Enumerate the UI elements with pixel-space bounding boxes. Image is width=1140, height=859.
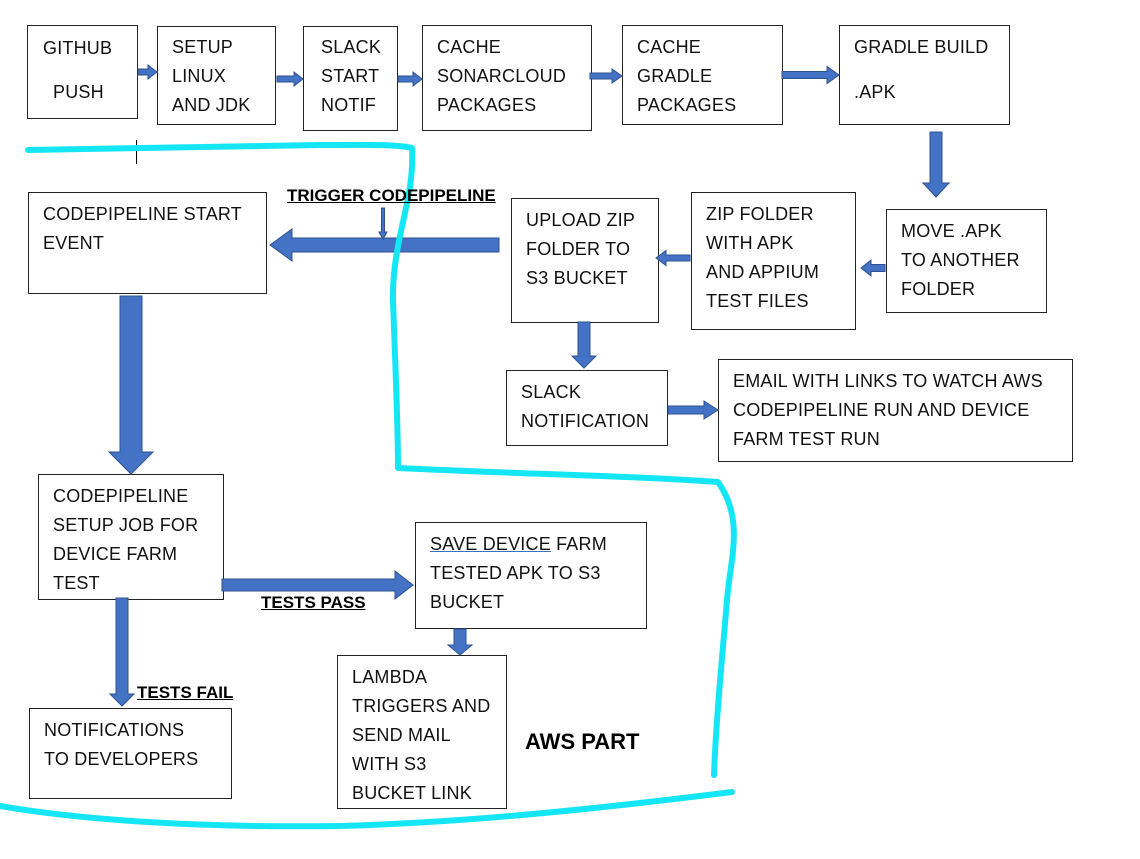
zip-folder-text: ZIP FOLDER WITH APK AND APPIUM TEST FILE…	[706, 204, 820, 311]
cache-sonarcloud-box: CACHE SONARCLOUD PACKAGES	[422, 25, 592, 131]
setup-linux-jdk-text: SETUP LINUX AND JDK	[172, 37, 251, 115]
save-device-farm-box: SAVE DEVICE FARM TESTED APK TO S3 BUCKET	[415, 522, 647, 629]
arrow-setup-to-notifications	[108, 597, 136, 707]
highlight-lines	[0, 141, 737, 830]
slack-start-notif-box: SLACK START NOTIF	[303, 26, 398, 131]
arrow-save-to-lambda	[446, 628, 474, 656]
save-device-rest: FARM TESTED APK TO S3 BUCKET	[430, 534, 607, 612]
gradle-build-box: GRADLE BUILD .APK	[839, 25, 1010, 125]
email-links-box: EMAIL WITH LINKS TO WATCH AWS CODEPIPELI…	[718, 359, 1073, 462]
aws-boundary-bottom-line	[0, 789, 735, 830]
slack-notification-text: SLACK NOTIFICATION	[521, 382, 650, 431]
move-apk-box: MOVE .APK TO ANOTHER FOLDER	[886, 209, 1047, 313]
github-push-line2: PUSH	[53, 82, 104, 102]
codepipeline-setup-text: CODEPIPELINE SETUP JOB FOR DEVICE FARM T…	[53, 486, 199, 593]
divider-tick	[136, 140, 137, 164]
arrow-zip-to-upload	[655, 249, 691, 267]
github-push-box: GITHUB PUSH	[27, 25, 138, 119]
arrow-slack-to-sonarcloud	[397, 70, 423, 88]
email-links-text: EMAIL WITH LINKS TO WATCH AWS CODEPIPELI…	[733, 371, 1043, 449]
zip-folder-box: ZIP FOLDER WITH APK AND APPIUM TEST FILE…	[691, 192, 856, 330]
aws-boundary-top-line	[25, 141, 737, 778]
codepipeline-setup-box: CODEPIPELINE SETUP JOB FOR DEVICE FARM T…	[38, 474, 224, 600]
arrow-slack-to-email	[667, 400, 719, 420]
slack-notification-box: SLACK NOTIFICATION	[506, 370, 668, 446]
upload-zip-box: UPLOAD ZIP FOLDER TO S3 BUCKET	[511, 198, 659, 323]
upload-zip-text: UPLOAD ZIP FOLDER TO S3 BUCKET	[526, 210, 636, 288]
tests-pass-label: TESTS PASS	[261, 593, 366, 612]
cache-gradle-text: CACHE GRADLE PACKAGES	[637, 37, 737, 115]
arrow-github-to-setup	[137, 63, 158, 81]
tests-fail-label: TESTS FAIL	[137, 683, 234, 702]
notifications-devs-box: NOTIFICATIONS TO DEVELOPERS	[29, 708, 232, 799]
cache-sonarcloud-text: CACHE SONARCLOUD PACKAGES	[437, 37, 567, 115]
arrow-build-to-move-apk	[921, 131, 951, 198]
arrow-trigger-down	[378, 207, 388, 241]
arrow-gradle-to-build	[781, 65, 840, 85]
arrow-setup-to-slack	[276, 70, 304, 88]
save-device-farm-text: SAVE DEVICE FARM TESTED APK TO S3 BUCKET	[430, 530, 607, 617]
lambda-triggers-box: LAMBDA TRIGGERS AND SEND MAIL WITH S3 BU…	[337, 655, 507, 809]
gradle-build-line1: GRADLE BUILD	[854, 37, 989, 57]
cache-gradle-box: CACHE GRADLE PACKAGES	[622, 25, 783, 125]
setup-linux-jdk-box: SETUP LINUX AND JDK	[157, 26, 276, 125]
gradle-build-line2: .APK	[854, 82, 896, 102]
github-push-line1: GITHUB	[43, 38, 113, 58]
lambda-triggers-text: LAMBDA TRIGGERS AND SEND MAIL WITH S3 BU…	[352, 667, 491, 803]
save-device-underlined: SAVE DEVICE	[430, 534, 551, 554]
slack-start-notif-text: SLACK START NOTIF	[321, 37, 382, 115]
notifications-devs-text: NOTIFICATIONS TO DEVELOPERS	[44, 720, 199, 769]
arrow-upload-to-start-event	[269, 228, 500, 262]
arrow-setup-to-save-s3	[221, 569, 414, 601]
move-apk-text: MOVE .APK TO ANOTHER FOLDER	[901, 221, 1020, 299]
codepipeline-start-event-text: CODEPIPELINE START EVENT	[43, 204, 242, 253]
aws-part-label: AWS PART	[525, 729, 640, 754]
arrow-sonarcloud-to-gradle	[589, 68, 623, 84]
trigger-codepipeline-label: TRIGGER CODEPIPELINE	[287, 186, 496, 205]
arrow-move-apk-to-zip	[860, 258, 886, 278]
arrow-start-to-setup-job	[107, 295, 155, 475]
arrow-upload-to-slack	[570, 321, 598, 369]
codepipeline-start-event-box: CODEPIPELINE START EVENT	[28, 192, 267, 294]
arrows-group	[107, 63, 951, 707]
